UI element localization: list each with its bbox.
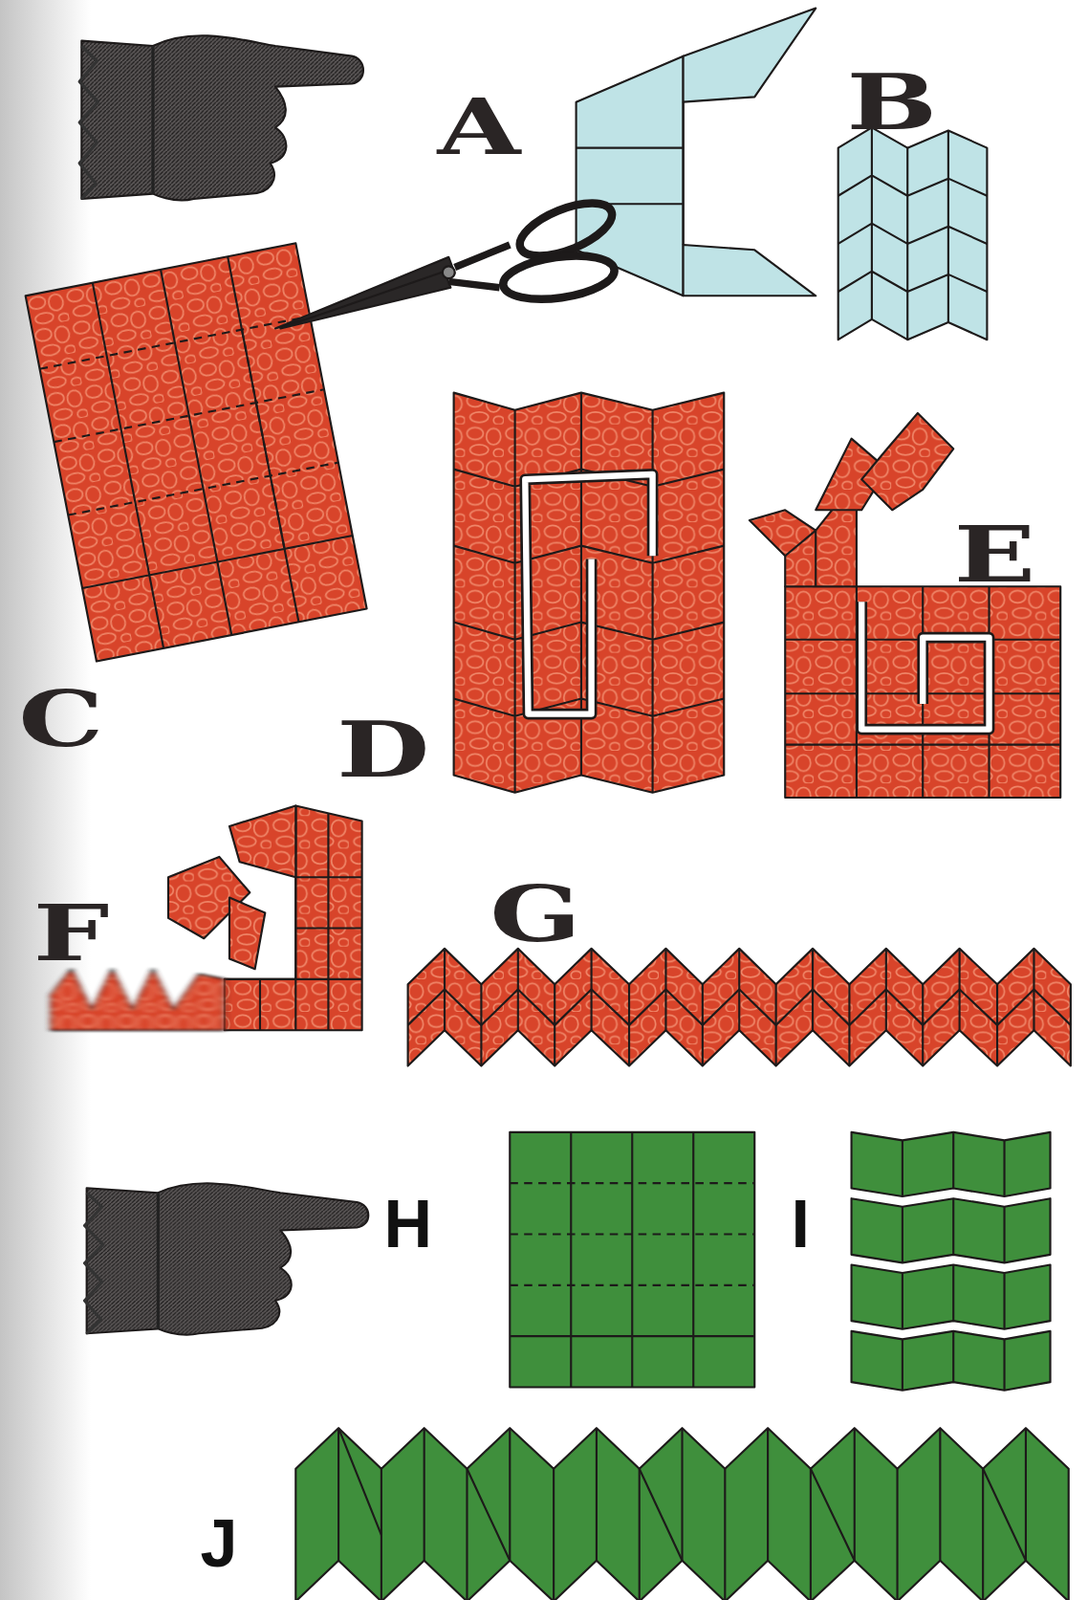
step-letter: E [953,516,1035,593]
accordion-strip [295,1427,1068,1600]
folded-grid [749,413,1061,798]
page-gutter [0,0,91,1600]
cut-sheet [25,242,368,661]
folded-paper [576,8,817,297]
step-letter: A [437,88,522,166]
pleated-paper [838,127,988,340]
pointing-hand [85,1182,370,1334]
accordion-strip [408,948,1071,1067]
step-letter: H [384,1190,434,1258]
step-letter: B [846,64,937,141]
step-letter: G [489,875,582,953]
spiral-cut-sheet [454,392,725,793]
step-letter: D [336,711,430,788]
step-letter: C [18,680,104,758]
pointing-hand [79,35,364,200]
step-letter: I [791,1190,810,1258]
scissors [275,192,619,328]
step-letter: F [32,894,109,972]
step-letter: J [200,1509,239,1577]
cut-sheet [509,1131,755,1388]
cut-strips [851,1131,1051,1391]
